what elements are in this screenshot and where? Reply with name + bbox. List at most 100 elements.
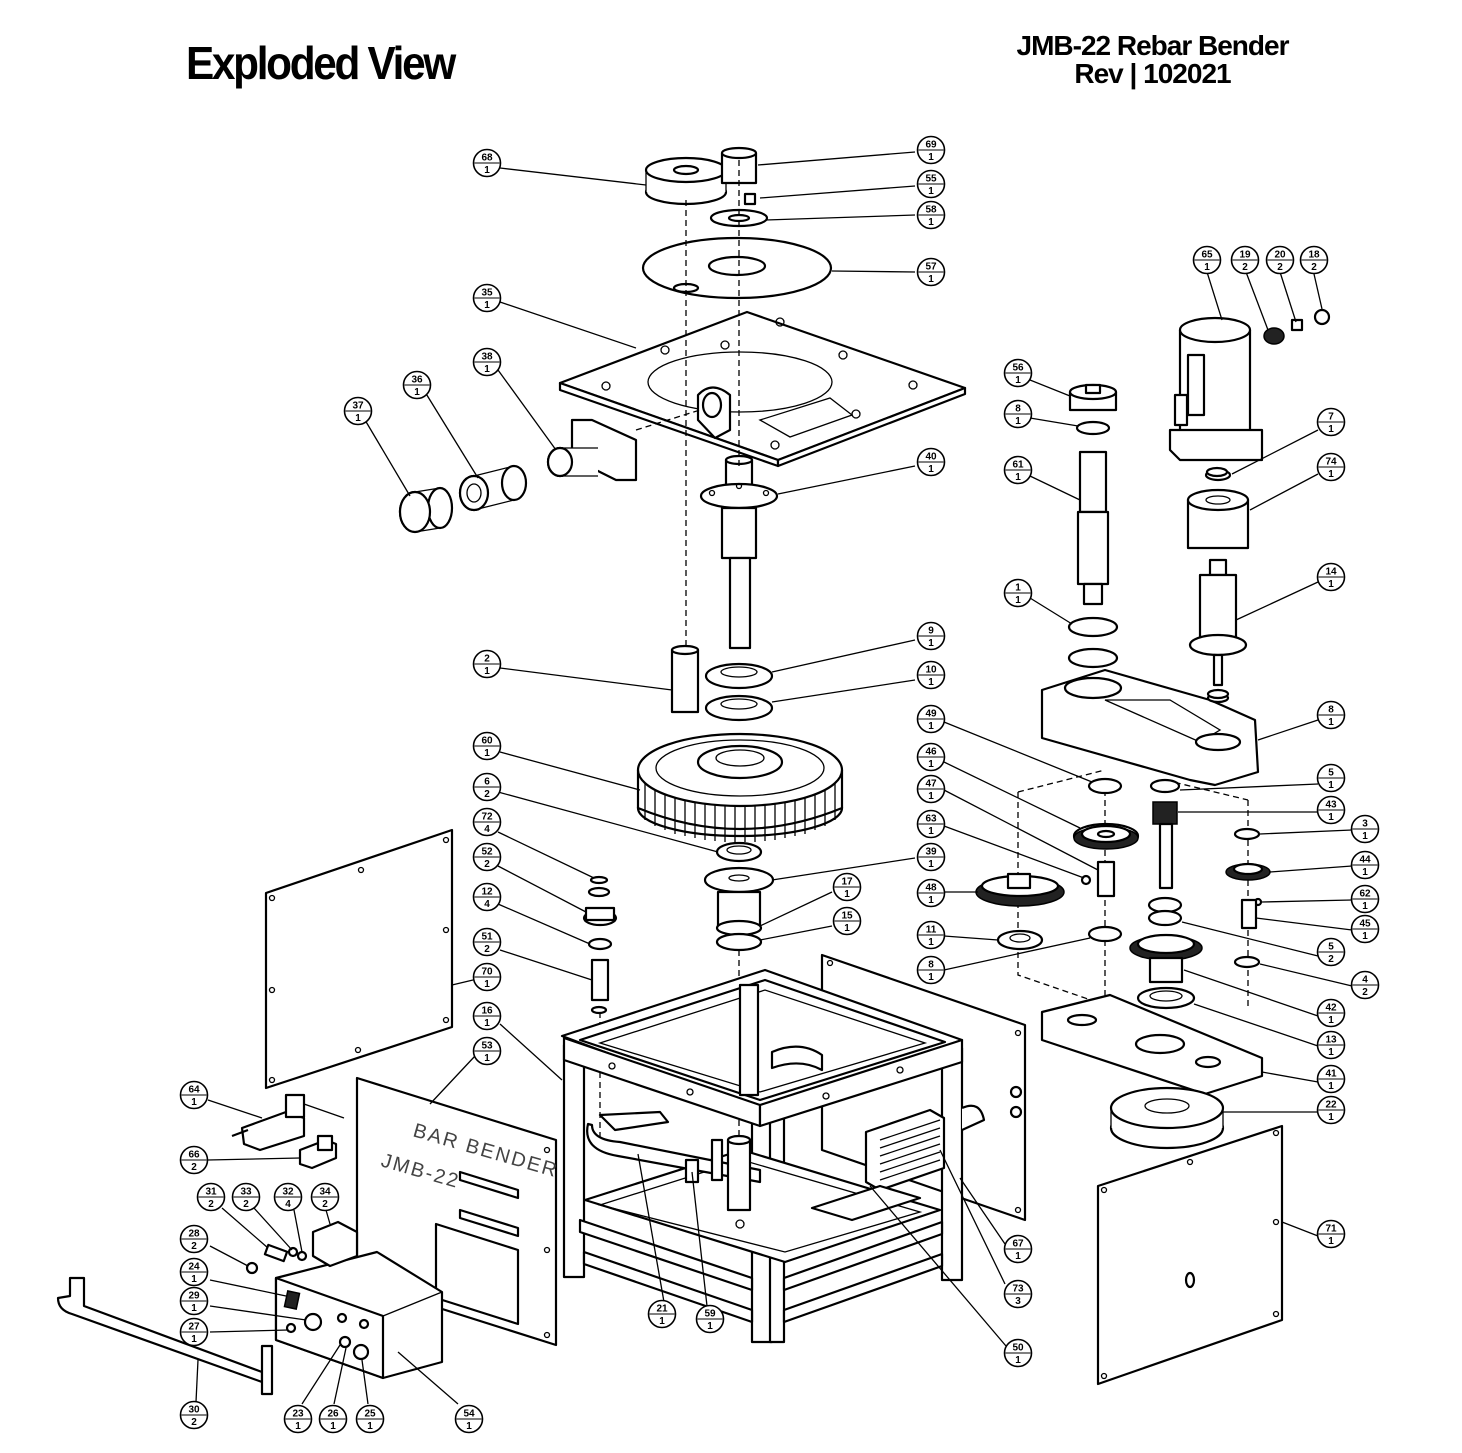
callout-quantity: 2 <box>1242 262 1248 273</box>
callout-part-number: 9 <box>928 626 934 637</box>
callout-21: 211 <box>647 1299 677 1329</box>
callout-part-number: 25 <box>364 1409 376 1420</box>
callout-63: 631 <box>916 809 946 839</box>
callout-part-number: 27 <box>188 1322 200 1333</box>
callout-part-number: 49 <box>925 709 937 720</box>
callout-part-number: 40 <box>925 452 937 463</box>
callout-part-number: 24 <box>188 1262 200 1273</box>
callout-part-number: 52 <box>481 847 493 858</box>
callout-quantity: 1 <box>1328 1236 1334 1247</box>
callout-10: 101 <box>916 660 946 690</box>
callout-part-number: 51 <box>481 932 493 943</box>
callout-33: 332 <box>231 1182 261 1212</box>
callout-quantity: 1 <box>1328 424 1334 435</box>
callout-50: 501 <box>1003 1338 1033 1368</box>
callout-15: 151 <box>832 906 862 936</box>
callout-part-number: 44 <box>1359 855 1371 866</box>
callout-16: 161 <box>472 1001 502 1031</box>
callout-quantity: 1 <box>295 1421 301 1432</box>
callout-part-number: 39 <box>925 847 937 858</box>
callout-quantity: 1 <box>1328 1112 1334 1123</box>
callout-quantity: 1 <box>928 677 934 688</box>
callout-8: 81 <box>1316 700 1346 730</box>
callout-quantity: 1 <box>928 638 934 649</box>
callout-part-number: 70 <box>481 967 493 978</box>
stand-frame <box>560 968 986 1344</box>
callout-73: 733 <box>1003 1279 1033 1309</box>
callout-28: 282 <box>179 1224 209 1254</box>
callout-quantity: 1 <box>191 1334 197 1345</box>
callout-quantity: 1 <box>191 1097 197 1108</box>
callout-part-number: 66 <box>188 1150 200 1161</box>
callout-part-number: 73 <box>1012 1284 1024 1295</box>
callout-part-number: 10 <box>925 665 937 676</box>
callout-quantity: 2 <box>191 1241 197 1252</box>
callout-35: 351 <box>472 283 502 313</box>
callout-part-number: 50 <box>1012 1343 1024 1354</box>
callout-47: 471 <box>916 774 946 804</box>
callout-part-number: 6 <box>484 777 490 788</box>
callout-part-number: 71 <box>1325 1224 1337 1235</box>
callout-part-number: 5 <box>1328 768 1334 779</box>
callout-64: 641 <box>179 1080 209 1110</box>
callout-quantity: 1 <box>928 721 934 732</box>
callout-23: 231 <box>283 1404 313 1434</box>
callout-quantity: 1 <box>191 1274 197 1285</box>
callout-part-number: 60 <box>481 736 493 747</box>
callout-part-number: 46 <box>925 747 937 758</box>
right-gearbox <box>975 308 1331 1150</box>
callout-quantity: 1 <box>928 859 934 870</box>
callout-56: 561 <box>1003 358 1033 388</box>
callout-quantity: 1 <box>466 1421 472 1432</box>
callout-quantity: 1 <box>367 1421 373 1432</box>
callout-22: 221 <box>1316 1095 1346 1125</box>
callout-quantity: 1 <box>484 165 490 176</box>
callout-quantity: 1 <box>484 1018 490 1029</box>
callout-quantity: 1 <box>928 791 934 802</box>
callout-quantity: 1 <box>1015 1251 1021 1262</box>
callout-part-number: 68 <box>481 153 493 164</box>
callout-quantity: 1 <box>1328 1047 1334 1058</box>
callout-part-number: 29 <box>188 1291 200 1302</box>
callout-quantity: 2 <box>484 944 490 955</box>
callout-quantity: 1 <box>928 186 934 197</box>
callout-part-number: 23 <box>292 1409 304 1420</box>
callout-8: 81 <box>1003 399 1033 429</box>
callout-part-number: 48 <box>925 883 937 894</box>
callout-54: 541 <box>454 1404 484 1434</box>
callout-part-number: 38 <box>481 352 493 363</box>
callout-51: 512 <box>472 927 502 957</box>
callout-58: 581 <box>916 200 946 230</box>
callout-quantity: 1 <box>844 889 850 900</box>
callout-part-number: 63 <box>925 814 937 825</box>
callout-part-number: 47 <box>925 779 937 790</box>
callout-part-number: 58 <box>925 205 937 216</box>
callout-69: 691 <box>916 135 946 165</box>
callout-part-number: 45 <box>1359 919 1371 930</box>
callout-part-number: 13 <box>1325 1035 1337 1046</box>
callout-57: 571 <box>916 257 946 287</box>
model-title-block: JMB-22 Rebar Bender Rev | 102021 <box>1000 32 1305 88</box>
callout-66: 662 <box>179 1145 209 1175</box>
callout-part-number: 8 <box>1015 404 1021 415</box>
leader-lines <box>195 151 1353 1405</box>
callout-part-number: 69 <box>925 140 937 151</box>
callout-quantity: 4 <box>484 899 490 910</box>
callout-quantity: 2 <box>484 859 490 870</box>
callout-60: 601 <box>472 731 502 761</box>
callout-part-number: 31 <box>205 1187 217 1198</box>
callout-53: 531 <box>472 1036 502 1066</box>
callout-11: 111 <box>916 920 946 950</box>
callout-61: 611 <box>1003 455 1033 485</box>
callout-quantity: 1 <box>1362 931 1368 942</box>
callout-40: 401 <box>916 447 946 477</box>
callout-72: 724 <box>472 807 502 837</box>
callout-25: 251 <box>355 1404 385 1434</box>
callout-quantity: 1 <box>1362 901 1368 912</box>
callout-quantity: 1 <box>1362 831 1368 842</box>
callout-quantity: 2 <box>191 1162 197 1173</box>
callout-part-number: 7 <box>1328 412 1334 423</box>
callout-32: 324 <box>273 1182 303 1212</box>
callout-part-number: 16 <box>481 1006 493 1017</box>
callout-27: 271 <box>179 1317 209 1347</box>
